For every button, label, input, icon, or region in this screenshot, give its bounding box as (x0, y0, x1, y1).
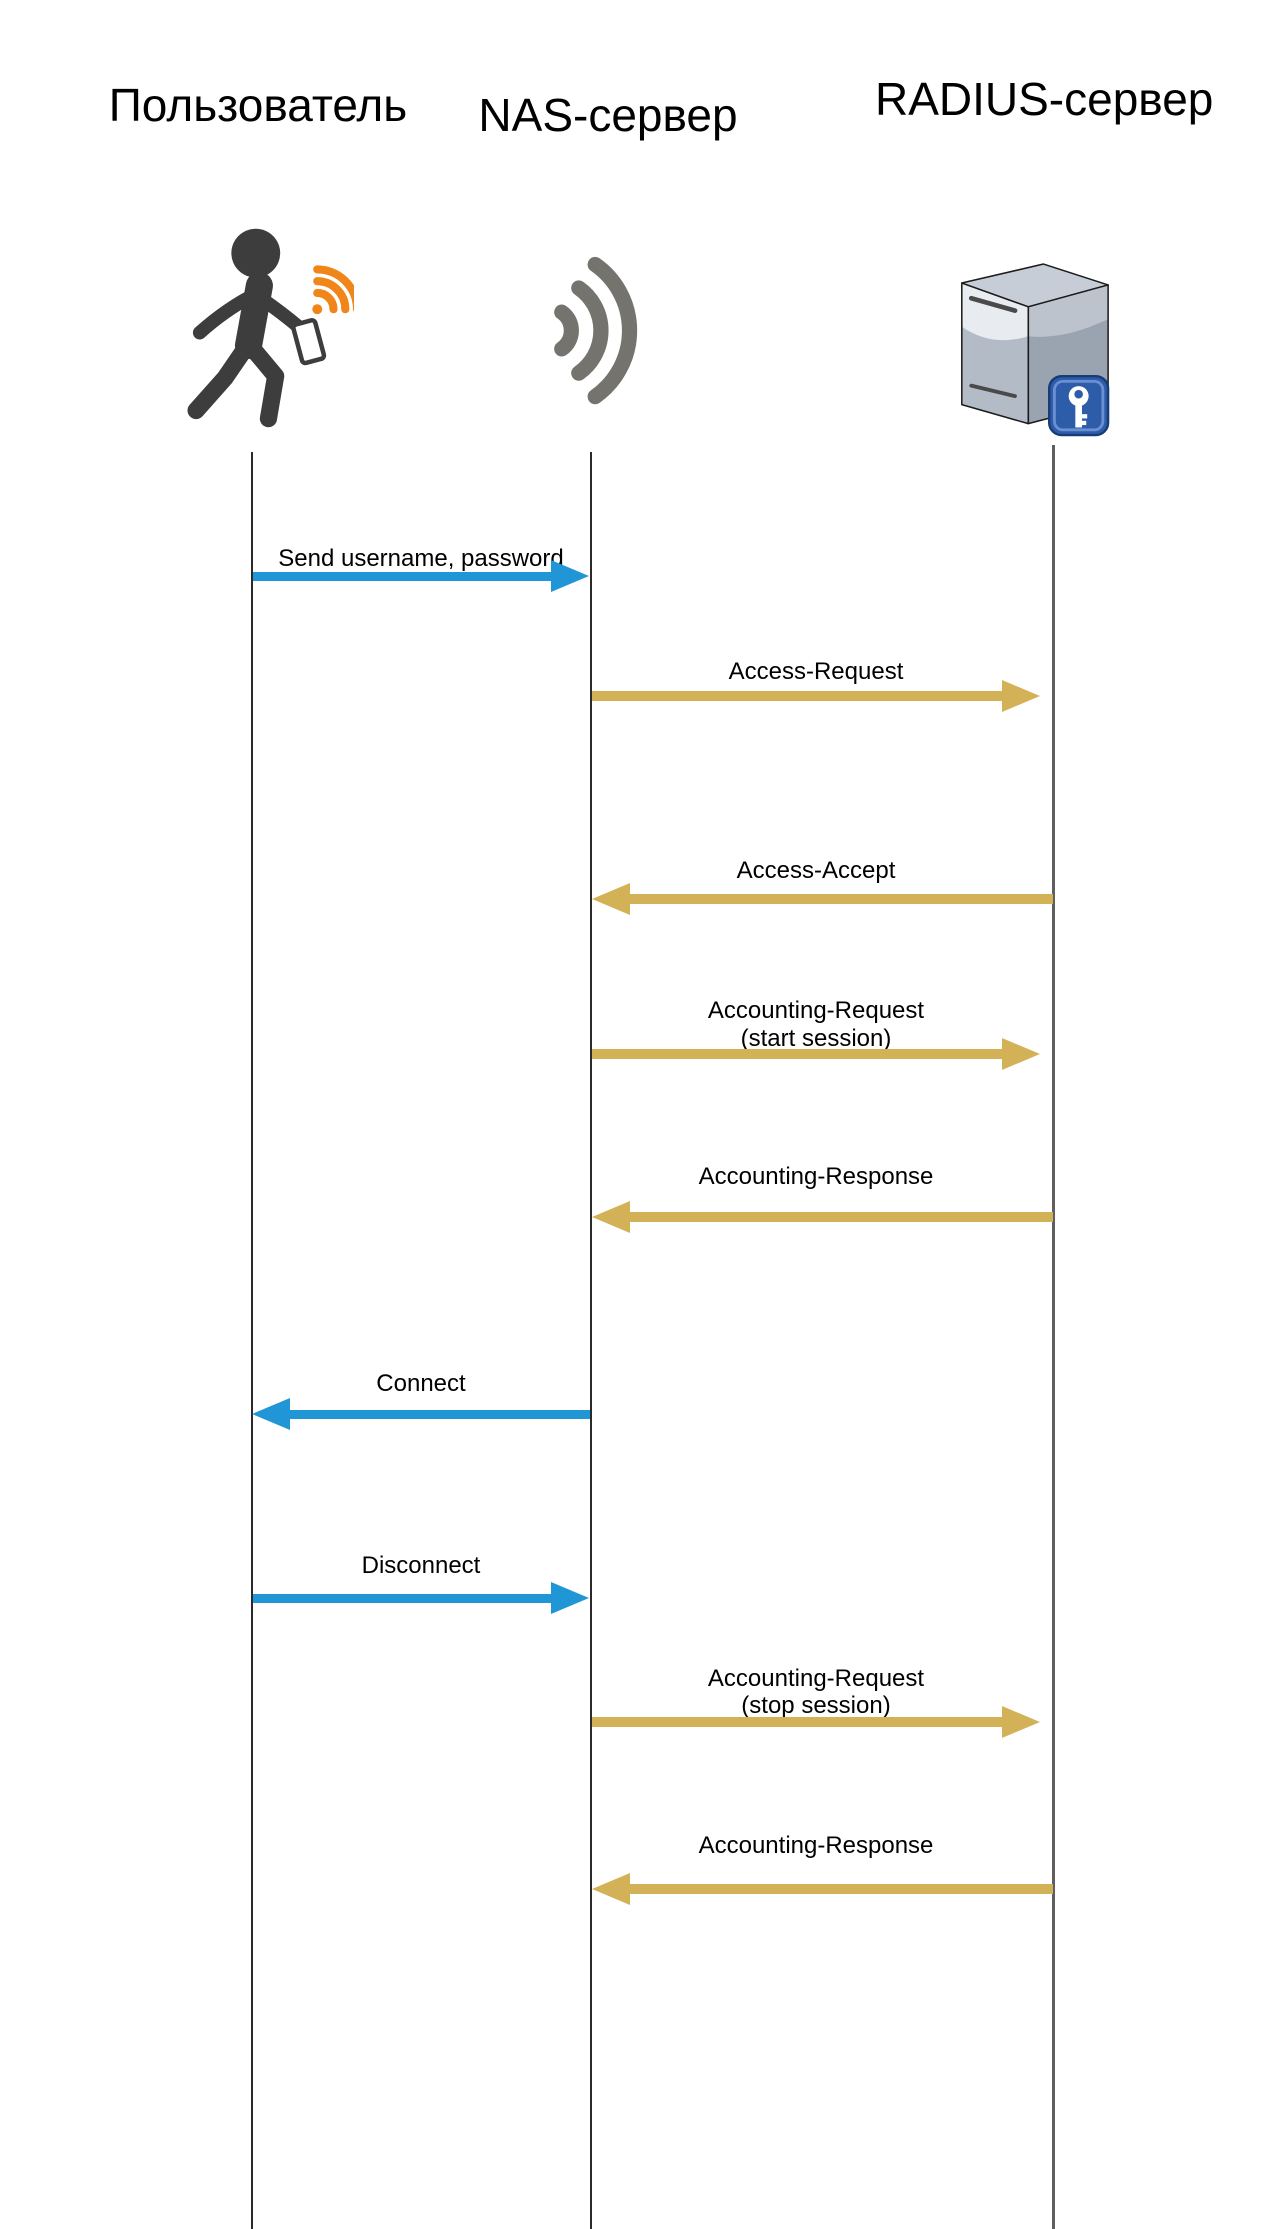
wifi-signal-icon (540, 247, 652, 415)
lifeline-nas (590, 452, 592, 2229)
lifeline-radius (1052, 445, 1055, 2229)
arrow-send-credentials (253, 560, 589, 592)
message-label-accounting-response-1: Accounting-Response (698, 1163, 934, 1190)
arrow-accounting-request-start (592, 1038, 1040, 1070)
message-label-accounting-request-stop: Accounting-Request (707, 1665, 925, 1692)
lifeline-user (251, 452, 253, 2229)
message-label-connect: Connect (376, 1370, 466, 1397)
arrow-access-accept (592, 883, 1053, 915)
arrow-disconnect (253, 1582, 589, 1614)
arrow-connect (252, 1398, 590, 1430)
walking-person-with-phone-icon (172, 226, 362, 434)
arrow-accounting-response-1 (592, 1201, 1053, 1233)
message-sublabel-accounting-request-start: (start session) (740, 1025, 892, 1052)
server-with-key-icon (958, 260, 1110, 441)
message-label-accounting-request-start: Accounting-Request (707, 997, 925, 1024)
arrow-accounting-response-2 (592, 1873, 1053, 1905)
message-label-disconnect: Disconnect (361, 1552, 481, 1579)
actor-label-radius: RADIUS-сервер (875, 73, 1214, 125)
message-label-send-credentials: Send username, password (278, 545, 564, 572)
message-label-access-request: Access-Request (728, 658, 904, 685)
actor-label-user: Пользователь (108, 79, 408, 131)
arrow-access-request (592, 680, 1040, 712)
message-label-access-accept: Access-Accept (736, 857, 896, 884)
arrow-accounting-request-stop (592, 1706, 1040, 1738)
message-sublabel-accounting-request-stop: (stop session) (741, 1692, 891, 1719)
key-badge-icon (1048, 374, 1110, 437)
actor-label-nas: NAS-сервер (478, 89, 738, 141)
message-label-accounting-response-2: Accounting-Response (698, 1832, 934, 1859)
